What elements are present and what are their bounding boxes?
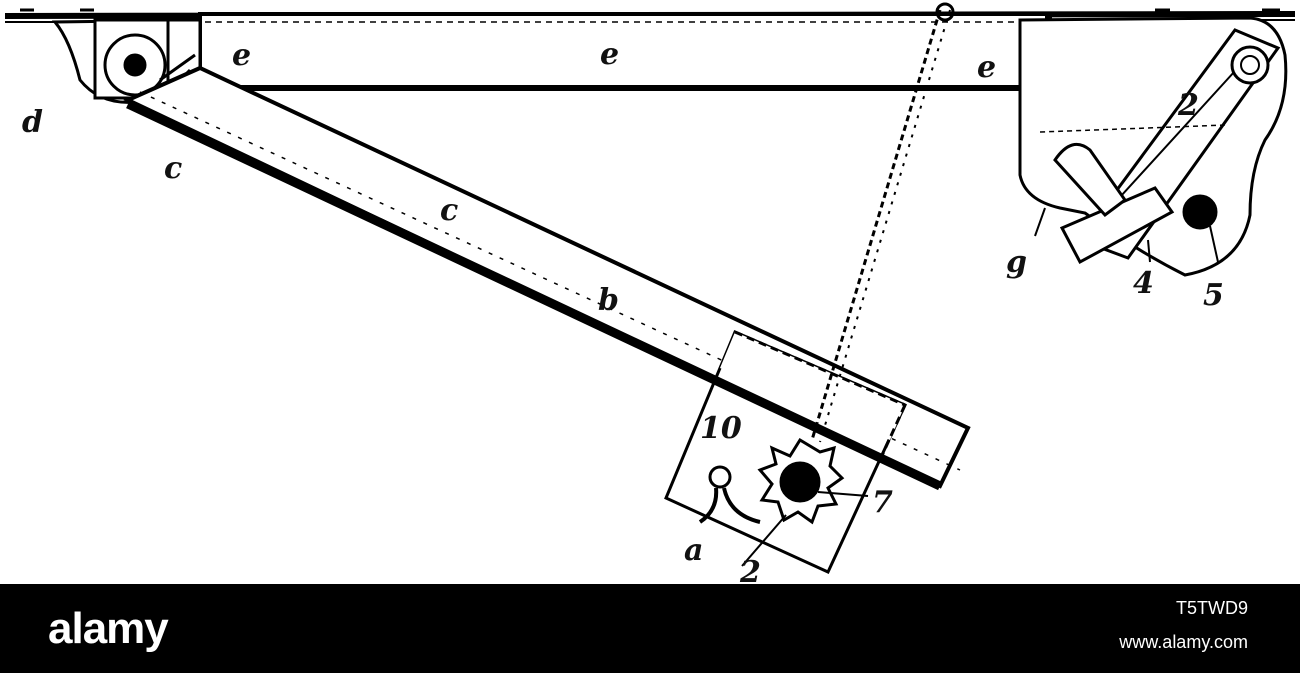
label-2-bottom: 2 — [739, 555, 761, 584]
diagonal-arm — [123, 65, 971, 491]
latch-mechanism — [1018, 16, 1288, 277]
label-b: b — [598, 283, 619, 318]
diagram-labels: e e e d c c b 2 g 4 5 10 7 a 2 — [22, 37, 1224, 584]
mechanical-bracket-diagram: e e e d c c b 2 g 4 5 10 7 a 2 — [4, 2, 1296, 584]
alamy-logo: alamy — [48, 604, 169, 653]
label-c-main: c — [440, 193, 458, 228]
label-e-right: e — [977, 50, 996, 85]
watermark-bar: alamy T5TWD9 www.alamy.com — [0, 584, 1300, 673]
label-e-mid: e — [600, 37, 619, 72]
label-5: 5 — [1203, 278, 1224, 313]
label-c-small: c — [164, 151, 182, 186]
label-7: 7 — [872, 485, 893, 520]
label-a: a — [684, 533, 703, 568]
label-10: 10 — [700, 411, 742, 446]
ratchet-plate — [664, 330, 908, 574]
label-g: g — [1006, 245, 1027, 280]
label-d: d — [22, 105, 43, 140]
label-2-latch: 2 — [1177, 88, 1199, 123]
label-4: 4 — [1133, 266, 1154, 301]
image-id: T5TWD9 — [1176, 598, 1248, 618]
left-pulley-block — [51, 18, 202, 104]
site-url: www.alamy.com — [1119, 632, 1248, 652]
label-e-left: e — [232, 38, 251, 73]
horizontal-beam — [198, 12, 1052, 91]
chain — [810, 2, 955, 443]
